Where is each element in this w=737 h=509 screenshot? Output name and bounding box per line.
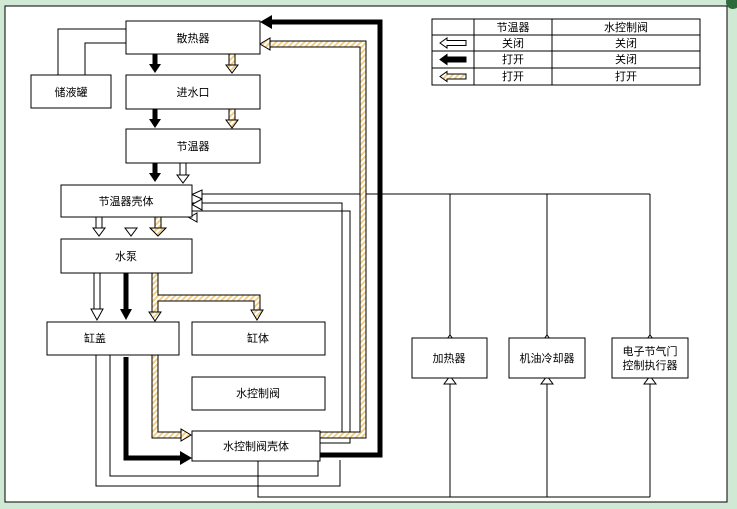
corner-badge <box>726 0 737 9</box>
cylinder-head-box <box>46 321 180 356</box>
legend-row3-thermostat: 打开 <box>502 69 524 83</box>
inlet-box <box>125 74 261 110</box>
hatched-arrow-icon <box>439 70 467 83</box>
reservoir-box <box>30 74 112 109</box>
black-arrowheads <box>120 15 272 465</box>
component-boxes <box>30 20 689 462</box>
radiator-label: 散热器 <box>177 31 210 45</box>
thermostat-box <box>125 128 261 164</box>
cylinder-block-label: 缸体 <box>247 331 269 345</box>
cylinder-head-label: 缸盖 <box>84 331 106 345</box>
throttle-actuator-label-2: 控制执行器 <box>623 358 678 372</box>
oil-cooler-box <box>508 337 586 379</box>
legend-row1-thermostat: 关闭 <box>502 36 524 50</box>
legend-table: 节温器 水控制阀 关闭 关闭 打开 关闭 打开 打开 <box>431 18 701 86</box>
cylinder-block-box <box>191 321 326 356</box>
legend-row3-water-valve: 打开 <box>615 69 637 83</box>
inlet-label: 进水口 <box>177 86 210 99</box>
water-control-valve-housing-box <box>191 430 321 462</box>
heater-box <box>411 337 488 379</box>
water-control-valve-housing-label: 水控制阀壳体 <box>223 439 289 453</box>
legend-row1-water-valve: 关闭 <box>615 36 637 50</box>
legend-header-thermostat: 节温器 <box>497 21 530 34</box>
white-arrow-icon <box>439 37 467 49</box>
thermostat-label: 节温器 <box>177 140 210 153</box>
black-arrow-icon <box>439 53 467 66</box>
component-labels: 散热器 储液罐 进水口 节温器 节温器壳体 水泵 缸盖 缸体 水控制阀 水控制阀… <box>55 31 678 453</box>
oil-cooler-label: 机油冷却器 <box>520 351 575 365</box>
hatched-arrowheads <box>148 37 271 442</box>
thermostat-housing-box <box>60 184 193 218</box>
legend-header-water-valve: 水控制阀 <box>604 20 648 34</box>
black-flow-lines <box>123 19 383 461</box>
reservoir-label: 储液罐 <box>55 85 88 99</box>
radiator-box <box>125 20 261 55</box>
heater-label: 加热器 <box>433 352 466 365</box>
water-pump-label: 水泵 <box>115 250 137 263</box>
water-control-valve-box <box>191 376 326 411</box>
water-pump-box <box>60 238 193 274</box>
thermostat-housing-label: 节温器壳体 <box>99 194 154 208</box>
legend-row2-water-valve: 关闭 <box>615 52 637 66</box>
water-control-valve-label: 水控制阀 <box>236 386 280 400</box>
throttle-actuator-box <box>611 337 689 379</box>
legend-row2-thermostat: 打开 <box>502 52 524 66</box>
throttle-actuator-label-1: 电子节气门 <box>623 344 678 358</box>
